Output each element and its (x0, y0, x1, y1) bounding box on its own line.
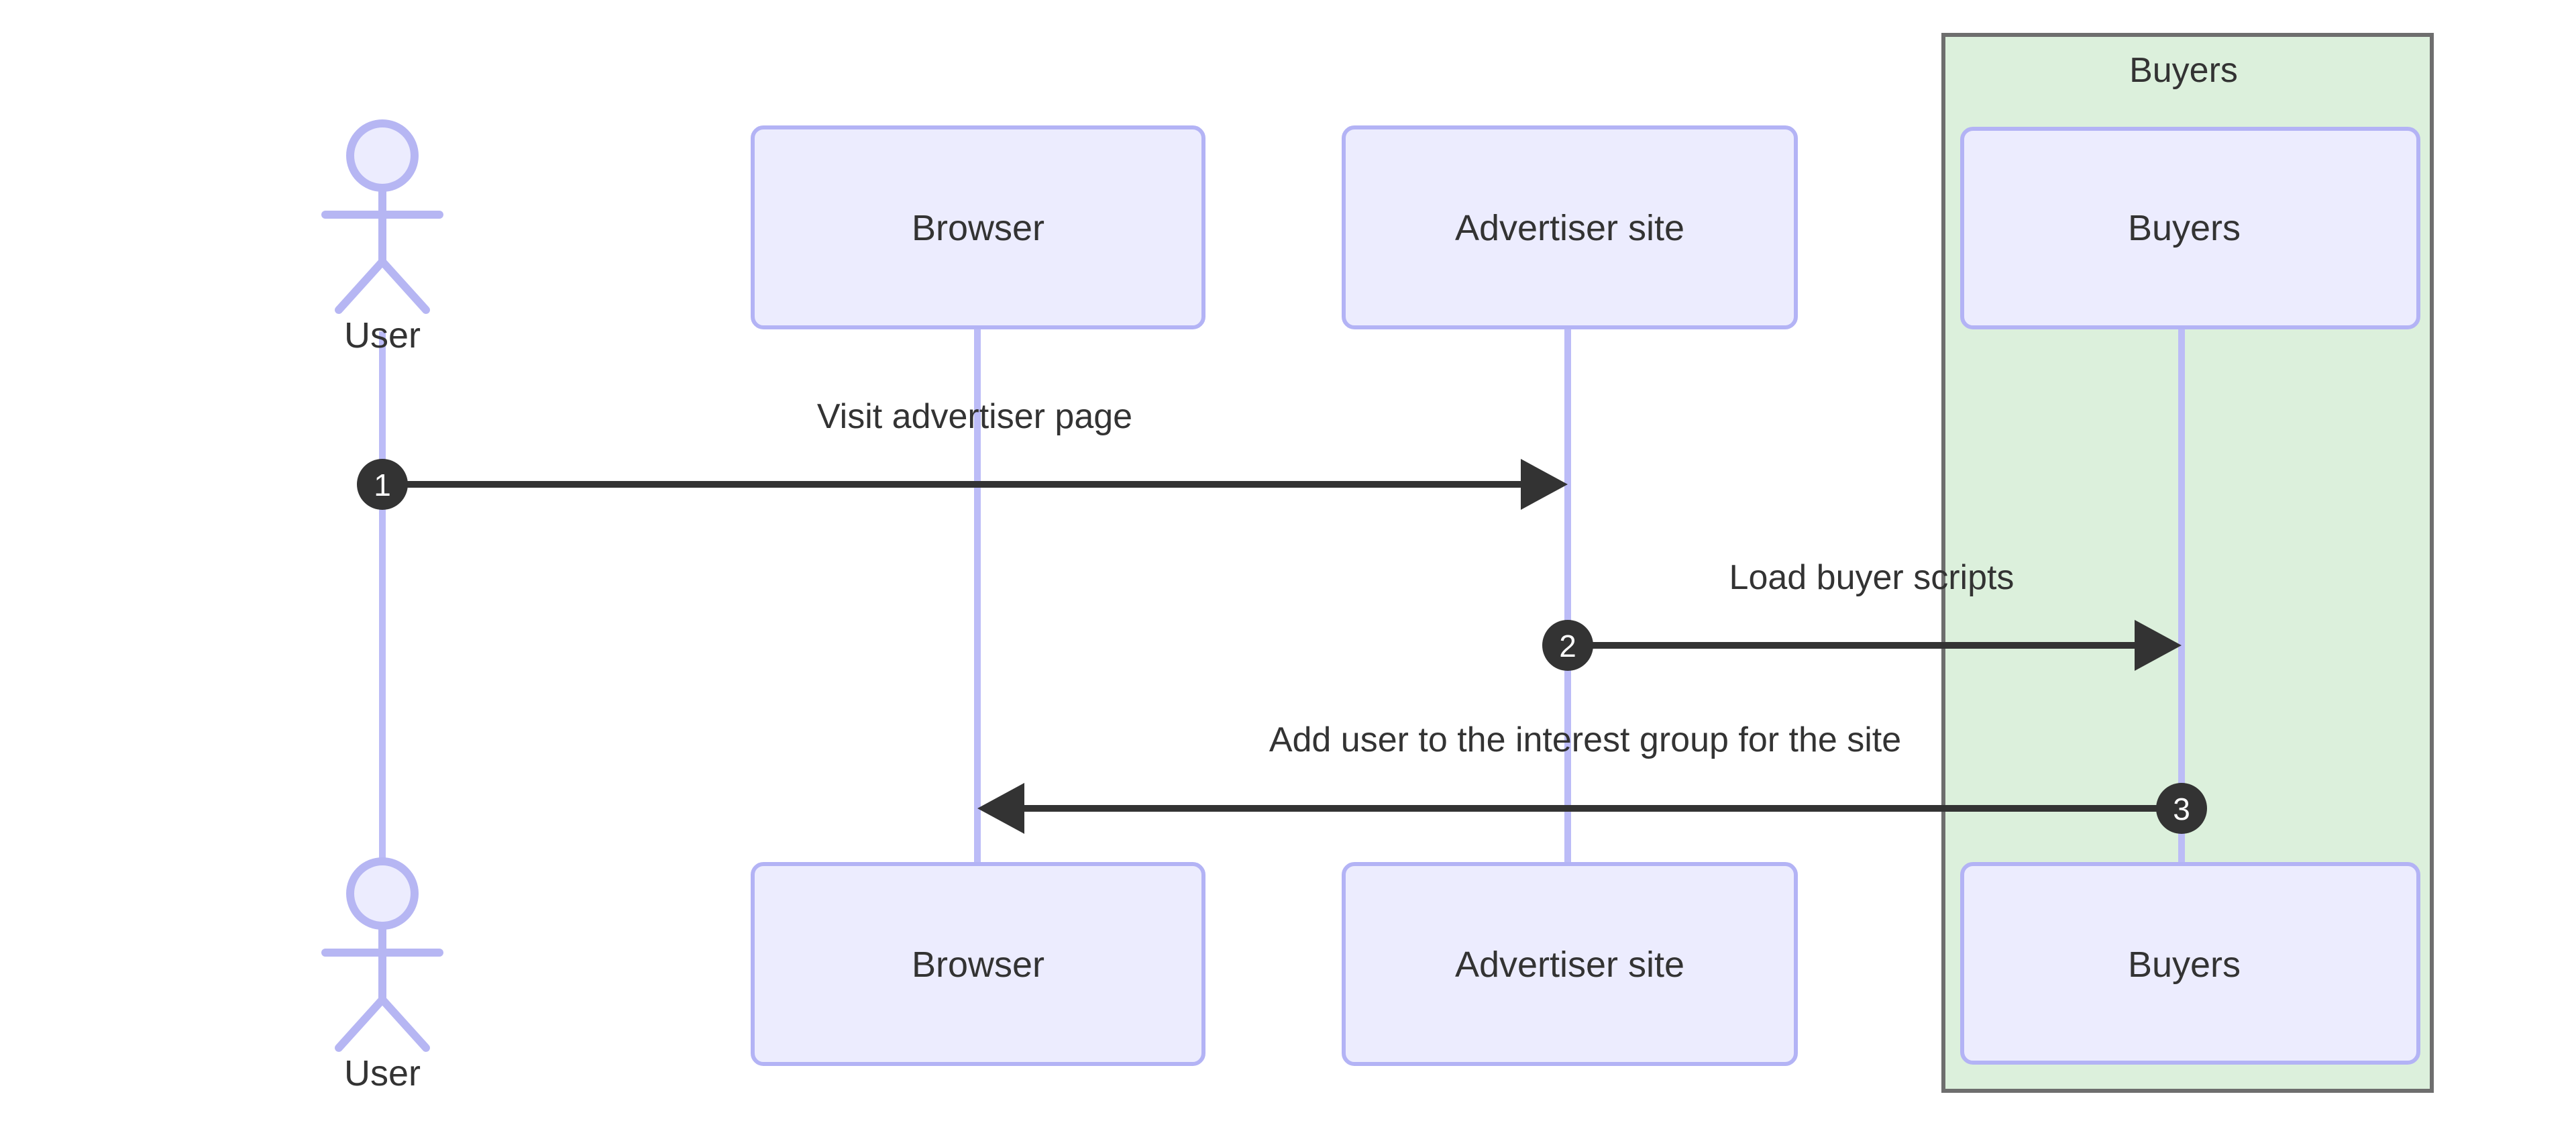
sequence-badge (1542, 620, 1593, 671)
group-label: Buyers (2129, 51, 2238, 90)
actor-leg-left-icon (335, 996, 386, 1052)
actor-label: User (344, 1053, 421, 1093)
participant-advertiser-site-top[interactable]: Advertiser site (1342, 125, 1798, 329)
participant-label: Advertiser site (1455, 945, 1684, 985)
actor-head-icon (346, 119, 419, 192)
participant-label: Buyers (2128, 208, 2241, 248)
participant-label: Browser (912, 208, 1044, 248)
sequence-badge (2156, 783, 2207, 834)
sequence-number: 1 (374, 468, 391, 502)
message-label: Load buyer scripts (1729, 558, 2015, 597)
arrow-head-right-icon (1521, 459, 1568, 510)
participant-label: Buyers (2128, 945, 2241, 985)
message-2[interactable]: Load buyer scripts 2 (1542, 558, 2182, 671)
message-label: Add user to the interest group for the s… (1269, 720, 1901, 759)
participant-label: Advertiser site (1455, 208, 1684, 248)
participant-box-rect (1960, 127, 2420, 329)
message-label: Visit advertiser page (817, 397, 1132, 436)
sequence-badge (357, 459, 408, 510)
participant-box-rect (1342, 862, 1798, 1066)
participant-buyers-top[interactable]: Buyers (1960, 127, 2420, 329)
participant-box-rect (751, 862, 1205, 1066)
lifelines-layer (379, 327, 2185, 864)
participant-browser-top[interactable]: Browser (751, 125, 1205, 329)
actor-head-icon (346, 857, 419, 930)
actor-user-top[interactable]: User (321, 119, 443, 356)
participant-box-rect (1960, 862, 2420, 1065)
sequence-number: 3 (2173, 792, 2190, 826)
actor-leg-left-icon (335, 258, 386, 314)
actor-label: User (344, 315, 421, 356)
participant-advertiser-site-bottom[interactable]: Advertiser site (1342, 862, 1798, 1066)
arrow-head-right-icon (2135, 620, 2182, 671)
actor-leg-right-icon (378, 996, 430, 1052)
participant-box-rect (1342, 125, 1798, 329)
actor-leg-right-icon (378, 258, 430, 314)
arrow-head-left-icon (977, 783, 1024, 834)
actor-user-bottom[interactable]: User (321, 857, 443, 1093)
participant-box-rect (751, 125, 1205, 329)
participant-label: Browser (912, 945, 1044, 985)
participant-buyers-bottom[interactable]: Buyers (1960, 862, 2420, 1065)
participant-browser-bottom[interactable]: Browser (751, 862, 1205, 1066)
message-3[interactable]: Add user to the interest group for the s… (977, 720, 2207, 834)
message-1[interactable]: Visit advertiser page 1 (357, 397, 1568, 510)
sequence-number: 2 (1559, 629, 1576, 663)
